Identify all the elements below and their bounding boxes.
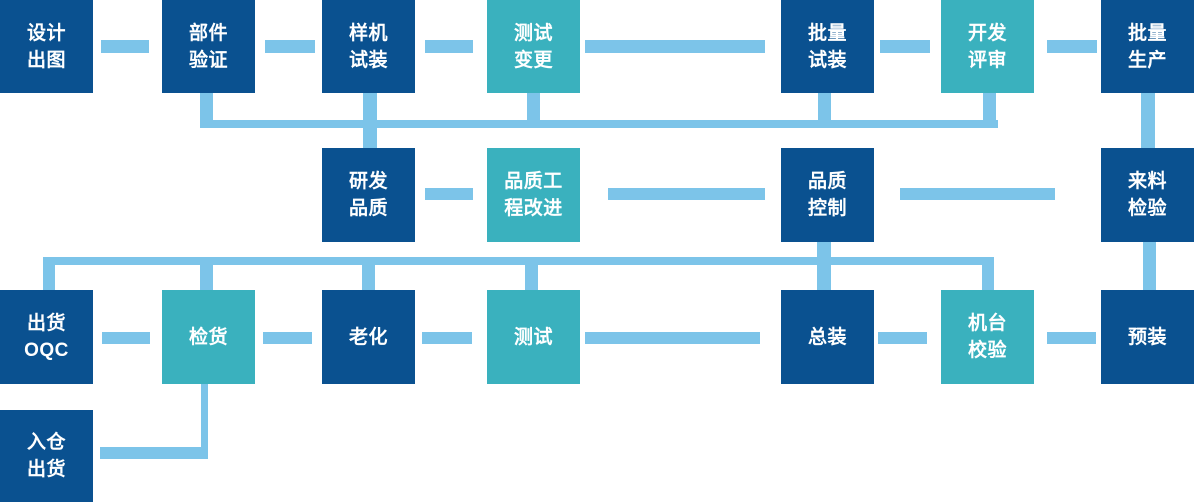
flow-node-label: 样机 试装 [348,22,388,71]
connector-prototype-to-testchange-dash [425,40,473,53]
flow-node-rd-quality: 研发 品质 [322,148,415,242]
connector-bus1-batchtrial-stub [818,93,831,120]
connector-assembly-to-calibration-dash [878,332,927,344]
connector-component-to-prototype-dash [265,40,315,53]
flow-node-label: 品质工 程改进 [504,171,563,219]
connector-bus2-aging-stub [362,265,375,290]
flow-node-label: 检货 [188,326,228,348]
flow-node-label: 品质 控制 [807,171,847,219]
flow-node-warehouse-shipping: 入仓 出货 [0,410,93,502]
connector-testing-to-assembly-bar [585,332,760,344]
flow-node-incoming-material-inspection: 来料 检验 [1101,148,1194,242]
connector-bus2-horizontal [43,257,994,265]
flow-node-batch-trial-assembly: 批量 试装 [781,0,874,93]
connector-incoming-to-preassembly-vertical [1143,242,1156,290]
connector-aging-to-testing-dash [422,332,472,344]
connector-bus1-devreview-stub [983,93,996,120]
flow-node-label: 开发 评审 [967,22,1007,71]
connector-bus2-oqc-stub [43,257,55,290]
connector-massprod-to-incoming-vertical [1141,93,1155,148]
flow-node-label: 入仓 出货 [26,432,66,480]
flow-node-prototype-trial-assembly: 样机 试装 [322,0,415,93]
connector-bus1-component-stub [200,91,213,128]
flow-node-label: 老化 [348,326,388,348]
flow-node-label: 批量 生产 [1127,22,1167,71]
flow-node-final-assembly: 总装 [781,290,874,384]
flow-node-label: 批量 试装 [807,22,847,71]
connector-qualityeng-to-qc-bar [608,188,765,200]
flow-node-shipping-oqc: 出货 OQC [0,290,93,384]
flow-node-label: 设计 出图 [26,22,66,71]
flow-node-label: 测试 变更 [513,22,553,71]
flow-node-label: 研发 品质 [348,171,388,219]
connector-batchtrial-to-devreview-dash [880,40,930,53]
connector-qc-to-assembly-vertical [817,242,831,290]
connector-inspection-to-aging-dash [263,332,312,344]
connector-rdquality-to-qualityeng-dash [425,188,473,200]
connector-design-to-component-dash [101,40,149,53]
flow-node-design-drawing: 设计 出图 [0,0,93,93]
flow-node-testing: 测试 [487,290,580,384]
flow-node-label: 出货 OQC [24,313,69,361]
flow-node-component-verification: 部件 验证 [162,0,255,93]
connector-bus1-testchange-stub [527,93,540,120]
flow-node-quality-engineering-improvement: 品质工 程改进 [487,148,580,242]
connector-bus2-testing-stub [525,265,538,290]
connector-bus2-calibration-stub [982,265,994,290]
flow-node-label: 机台 校验 [967,313,1007,361]
flow-node-label: 部件 验证 [188,22,228,71]
flow-node-aging: 老化 [322,290,415,384]
flow-node-test-change: 测试 变更 [487,0,580,93]
connector-oqc-to-inspection-dash [102,332,150,344]
connector-bus2-inspection-stub [200,265,213,290]
flow-node-mass-production: 批量 生产 [1101,0,1194,93]
connector-inspection-to-warehouse-vertical [201,384,208,459]
flow-node-label: 总装 [807,326,847,348]
connector-inspection-to-warehouse-horizontal [100,447,208,459]
connector-calibration-to-preassembly-dash [1047,332,1096,344]
flow-node-goods-inspection: 检货 [162,290,255,384]
flow-node-machine-calibration: 机台 校验 [941,290,1034,384]
flow-node-quality-control: 品质 控制 [781,148,874,242]
flow-node-label: 预装 [1127,326,1167,348]
connector-bus1-horizontal [200,120,998,128]
connector-qc-to-incoming-bar [900,188,1055,200]
connector-devreview-to-massprod-dash [1047,40,1097,53]
connector-testchange-to-batchtrial-bar [585,40,765,53]
flow-node-pre-assembly: 预装 [1101,290,1194,384]
flow-node-label: 来料 检验 [1127,171,1167,219]
flow-node-label: 测试 [513,326,553,348]
flow-node-development-review: 开发 评审 [941,0,1034,93]
